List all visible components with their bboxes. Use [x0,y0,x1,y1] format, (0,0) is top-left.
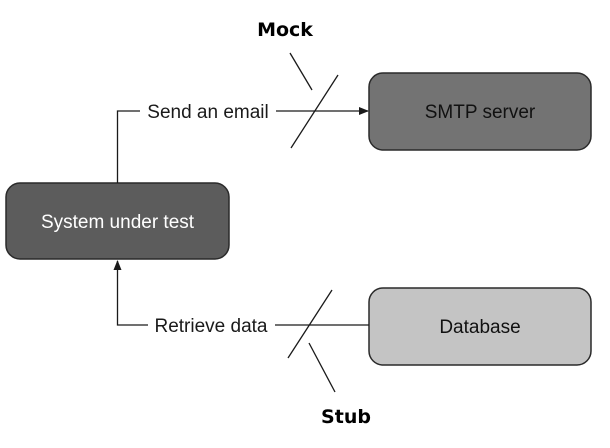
system-under-test-label: System under test [41,212,195,233]
mock-label: Mock [257,19,313,41]
stub-slash [287,289,333,359]
smtp-server-box [368,72,592,151]
mock-marker: Mock [257,19,339,149]
retrieve-data-edge: Retrieve data [113,260,369,337]
mock-leader-line [289,52,313,91]
database-label: Database [439,317,520,338]
stub-label: Stub [321,406,371,428]
smtp-server-label: SMTP server [425,102,536,123]
stub-marker: Stub [287,289,371,428]
send-email-label: Send an email [147,102,268,123]
stub-leader-line [308,342,336,393]
retrieve-data-arrow [113,260,148,326]
database-node: Database [368,287,592,366]
mock-slash [290,74,339,149]
send-email-connector [116,110,140,183]
smtp-server-node: SMTP server [368,72,592,151]
database-box [368,287,592,366]
send-email-edge: Send an email [116,102,369,183]
system-under-test-node: System under test [5,182,230,260]
retrieve-data-label: Retrieve data [154,316,267,337]
